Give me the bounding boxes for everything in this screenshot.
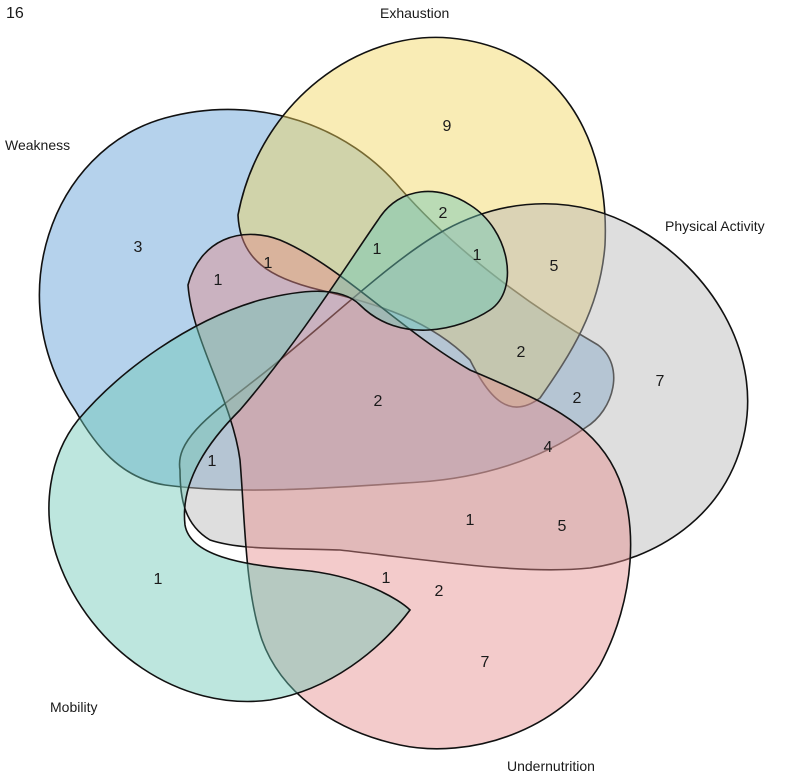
region-count: 1 <box>373 241 382 258</box>
region-count: 1 <box>264 255 273 272</box>
region-count: 5 <box>550 258 559 275</box>
set-shapes <box>38 36 749 750</box>
region-count: 2 <box>435 583 444 600</box>
region-count: 4 <box>544 439 553 456</box>
label-mobility: Mobility <box>50 699 97 715</box>
region-count: 3 <box>134 239 143 256</box>
region-count: 7 <box>656 373 665 390</box>
label-physical-activity: Physical Activity <box>665 218 765 234</box>
mobility-shape <box>48 190 509 703</box>
exhaustion-shape <box>237 36 607 408</box>
corner-label: 16 <box>6 5 24 22</box>
region-count: 2 <box>573 390 582 407</box>
label-weakness: Weakness <box>5 137 70 153</box>
region-count: 9 <box>443 118 452 135</box>
set-labels: Exhaustion Weakness Physical Activity Mo… <box>5 5 765 774</box>
region-count: 2 <box>439 205 448 222</box>
region-count: 1 <box>382 570 391 587</box>
region-count: 5 <box>558 518 567 535</box>
region-count: 2 <box>374 393 383 410</box>
region-count: 1 <box>154 571 163 588</box>
undernutrition-shape <box>187 233 632 750</box>
label-exhaustion: Exhaustion <box>380 5 449 21</box>
label-undernutrition: Undernutrition <box>507 758 595 774</box>
region-count: 1 <box>473 247 482 264</box>
region-count: 1 <box>214 272 223 289</box>
region-count: 1 <box>466 512 475 529</box>
region-counts: 3 9 7 7 1 1 1 2 1 1 5 2 2 4 5 2 1 1 1 2 <box>134 118 665 671</box>
region-count: 1 <box>208 453 217 470</box>
region-count: 2 <box>517 344 526 361</box>
physical-activity-shape <box>178 203 749 571</box>
weakness-shape <box>38 108 615 491</box>
region-count: 7 <box>481 654 490 671</box>
